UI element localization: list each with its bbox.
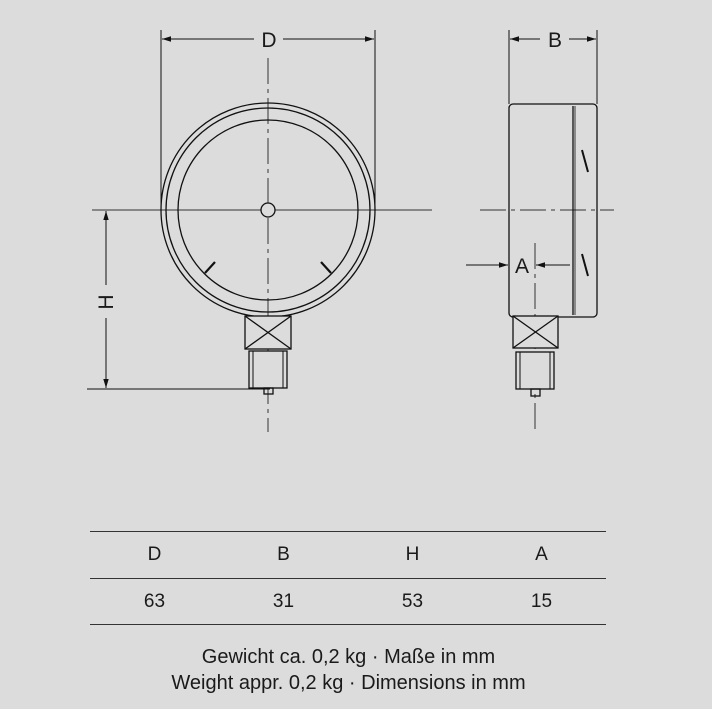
side-glass-mark-top bbox=[581, 149, 589, 173]
side-glass-mark-bottom bbox=[581, 253, 589, 277]
front-thread bbox=[248, 350, 288, 389]
table-cell: 63 bbox=[90, 578, 219, 625]
table-header-cell: D bbox=[90, 531, 219, 579]
side-thread bbox=[515, 351, 555, 390]
gauge-dial bbox=[177, 119, 359, 301]
gauge-dimension-drawing: D H bbox=[87, 29, 614, 432]
table-row: 63 31 53 15 bbox=[90, 578, 606, 625]
table-header-row: D B H A bbox=[90, 531, 606, 579]
dimension-table: D B H A 63 31 53 15 bbox=[90, 531, 606, 625]
dimension-d-label: D bbox=[261, 29, 276, 52]
side-pressure-port bbox=[530, 388, 541, 397]
dimension-h-label: H bbox=[95, 294, 118, 309]
weight-note-english: Weight appr. 0,2 kg · Dimensions in mm bbox=[171, 672, 526, 694]
scale-mark-left bbox=[204, 261, 216, 274]
scale-mark-right bbox=[320, 261, 332, 274]
side-view bbox=[466, 30, 614, 432]
dimension-a-label: A bbox=[515, 255, 529, 278]
table-cell: 53 bbox=[348, 578, 477, 625]
dimension-b-label: B bbox=[548, 29, 562, 52]
table-cell: 15 bbox=[477, 578, 606, 625]
dimension-d bbox=[160, 30, 376, 210]
dimension-h bbox=[87, 211, 270, 390]
front-wrench-flats bbox=[244, 315, 292, 350]
dimension-b bbox=[508, 30, 598, 104]
gauge-case-inner bbox=[165, 107, 371, 313]
table-header-cell: H bbox=[348, 531, 477, 579]
weight-note-german: Gewicht ca. 0,2 kg · Maße in mm bbox=[201, 646, 496, 668]
table-header-cell: B bbox=[219, 531, 348, 579]
table-cell: 31 bbox=[219, 578, 348, 625]
table-header-cell: A bbox=[477, 531, 606, 579]
side-wrench-flats bbox=[512, 315, 559, 349]
front-view bbox=[87, 30, 432, 432]
pointer-hub bbox=[260, 202, 276, 218]
front-pressure-port bbox=[263, 387, 274, 395]
